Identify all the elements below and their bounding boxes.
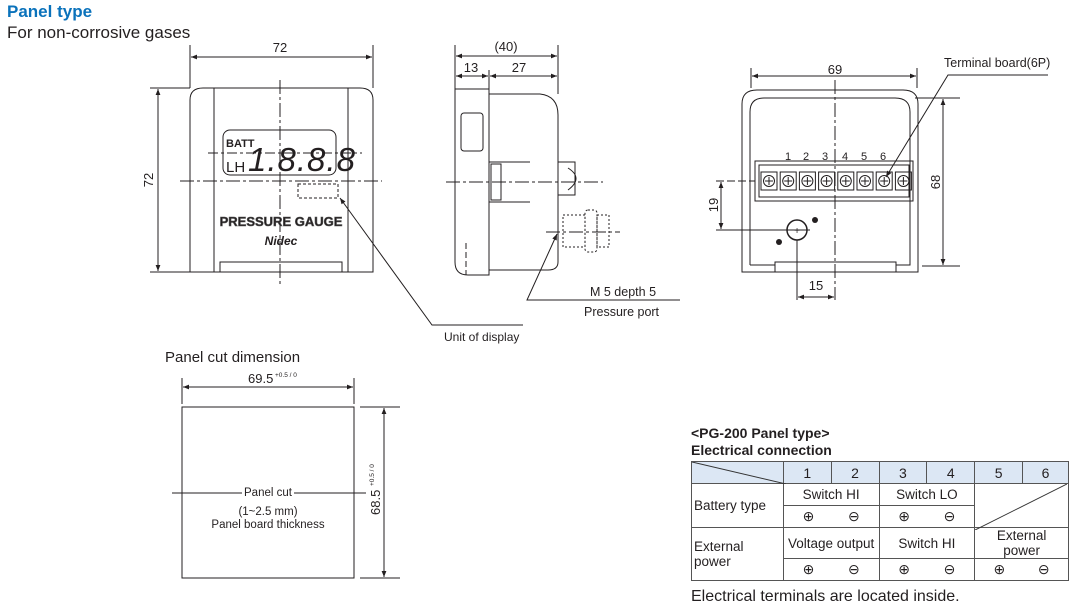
- terminal-screw-icon: [782, 175, 795, 187]
- electrical-connection-table: 1 2 3 4 5 6 Battery type Switch HI Switc…: [691, 461, 1069, 581]
- plus-icon: ⊕: [802, 508, 815, 524]
- terminal-cell: [837, 171, 855, 191]
- footer-note: Electrical terminals are located inside.: [691, 588, 960, 605]
- terminal-cell: [818, 171, 836, 191]
- terminal-cell: [779, 171, 797, 191]
- table-row: External power Voltage output Switch HI …: [691, 527, 1069, 581]
- front-view: 72 72 BATT LH 1.8.8.8 PRESSURE GAUGE Nid…: [141, 40, 523, 344]
- terminal-screw-icon: [897, 175, 910, 187]
- brand-logo: Nidec: [265, 234, 298, 248]
- page-subtitle: For non-corrosive gases: [7, 23, 191, 42]
- terminal-board-label: Terminal board(6P): [944, 56, 1050, 70]
- terminal-number: 6: [880, 151, 886, 163]
- side-front-dim: 13: [464, 60, 478, 75]
- minus-icon: ⊖: [943, 508, 956, 524]
- terminal-screw-icon: [878, 175, 891, 187]
- unit-display-area: [297, 183, 339, 199]
- cut-width-dim: 69.5: [248, 371, 273, 386]
- minus-icon: ⊖: [943, 561, 956, 577]
- rear-offset-h: 15: [809, 278, 823, 293]
- panel-cut-label: Panel cut: [244, 487, 293, 499]
- port-spec: M 5 depth 5: [590, 285, 656, 299]
- terminal-number: 4: [842, 151, 848, 163]
- col-header: 4: [926, 461, 976, 484]
- col-header: 3: [878, 461, 928, 484]
- rear-width-dim: 69: [828, 62, 842, 77]
- terminal-cell: [798, 171, 816, 191]
- terminal-cell: [856, 171, 874, 191]
- display-lh: LH: [226, 159, 245, 176]
- side-rear-dim: 27: [512, 60, 526, 75]
- terminal-number: 1: [785, 151, 791, 163]
- col-header: 5: [974, 461, 1024, 484]
- display-batt: BATT: [226, 138, 255, 150]
- terminal-screw-icon: [820, 175, 833, 187]
- row-label: Battery type: [691, 483, 784, 528]
- group-cell: Switch HI: [878, 527, 976, 559]
- plus-icon: ⊕: [802, 561, 815, 577]
- thickness-value: (1~2.5 mm): [238, 506, 297, 518]
- svg-text:+: +: [794, 226, 800, 237]
- minus-icon: ⊖: [847, 508, 860, 524]
- table-row: Battery type Switch HI Switch LO: [691, 483, 1069, 530]
- rear-view: 69 1 2 3 4 5 6 19 + 15 68 Terminal board…: [706, 56, 1050, 300]
- table-title: <PG-200 Panel type>: [691, 425, 830, 441]
- terminal-cell: [760, 171, 778, 191]
- terminal-number: 2: [803, 151, 809, 163]
- empty-cell: [974, 483, 1069, 530]
- terminal-number: 3: [822, 151, 828, 163]
- corner-cell: [691, 461, 786, 484]
- table-subtitle: Electrical connection: [691, 442, 832, 458]
- rear-offset-v: 19: [706, 198, 721, 212]
- terminal-screw-icon: [801, 175, 814, 187]
- plus-icon: ⊕: [898, 508, 911, 524]
- table-row: ⊕ ⊖ ⊕ ⊖ ⊕ ⊖: [692, 558, 1069, 581]
- col-header: 2: [830, 461, 880, 484]
- group-cell: Switch HI: [782, 483, 880, 506]
- side-view: (40) 13 27 M 5 depth 5 Pressure port: [446, 39, 680, 319]
- front-height-dim: 72: [141, 173, 156, 187]
- cut-height-dim: 68.5: [368, 490, 383, 515]
- plus-icon: ⊕: [898, 561, 911, 577]
- minus-icon: ⊖: [847, 561, 860, 577]
- terminal-cell: [894, 171, 912, 191]
- col-header: 6: [1022, 461, 1069, 484]
- thickness-label: Panel board thickness: [211, 519, 324, 531]
- plus-icon: ⊕: [993, 561, 1006, 577]
- side-total-dim: (40): [494, 39, 517, 54]
- pressure-gauge-label: PRESSURE GAUGE: [220, 214, 343, 229]
- row-label: External power: [691, 527, 784, 581]
- cut-width-tol: +0.5 / 0: [275, 372, 297, 379]
- cut-height-tol: +0.5 / 0: [369, 464, 376, 486]
- display-digits: 1.8.8.8: [248, 141, 356, 178]
- terminal-screw-icon: [763, 175, 775, 187]
- panel-cut-view: 69.5 +0.5 / 0 68.5 +0.5 / 0 Panel cut (1…: [172, 371, 400, 579]
- terminal-number: 5: [861, 151, 867, 163]
- col-header: 1: [782, 461, 832, 484]
- page-title: Panel type: [7, 2, 93, 21]
- terminal-screw-icon: [839, 175, 852, 187]
- table-row: ⊕ ⊖ ⊕ ⊖: [692, 505, 1069, 528]
- unit-display-callout: Unit of display: [444, 330, 519, 344]
- front-width-dim: 72: [273, 40, 287, 55]
- port-label: Pressure port: [584, 305, 660, 319]
- terminal-screw-icon: [859, 175, 871, 187]
- table-header-row: 1 2 3 4 5 6: [691, 461, 1069, 484]
- panel-cut-title: Panel cut dimension: [165, 349, 301, 366]
- rear-height-dim: 68: [928, 175, 943, 189]
- terminal-cell: [875, 171, 893, 191]
- group-cell: Switch LO: [878, 483, 976, 506]
- group-cell: External power: [974, 527, 1069, 559]
- minus-icon: ⊖: [1037, 561, 1050, 577]
- group-cell: Voltage output: [782, 527, 880, 559]
